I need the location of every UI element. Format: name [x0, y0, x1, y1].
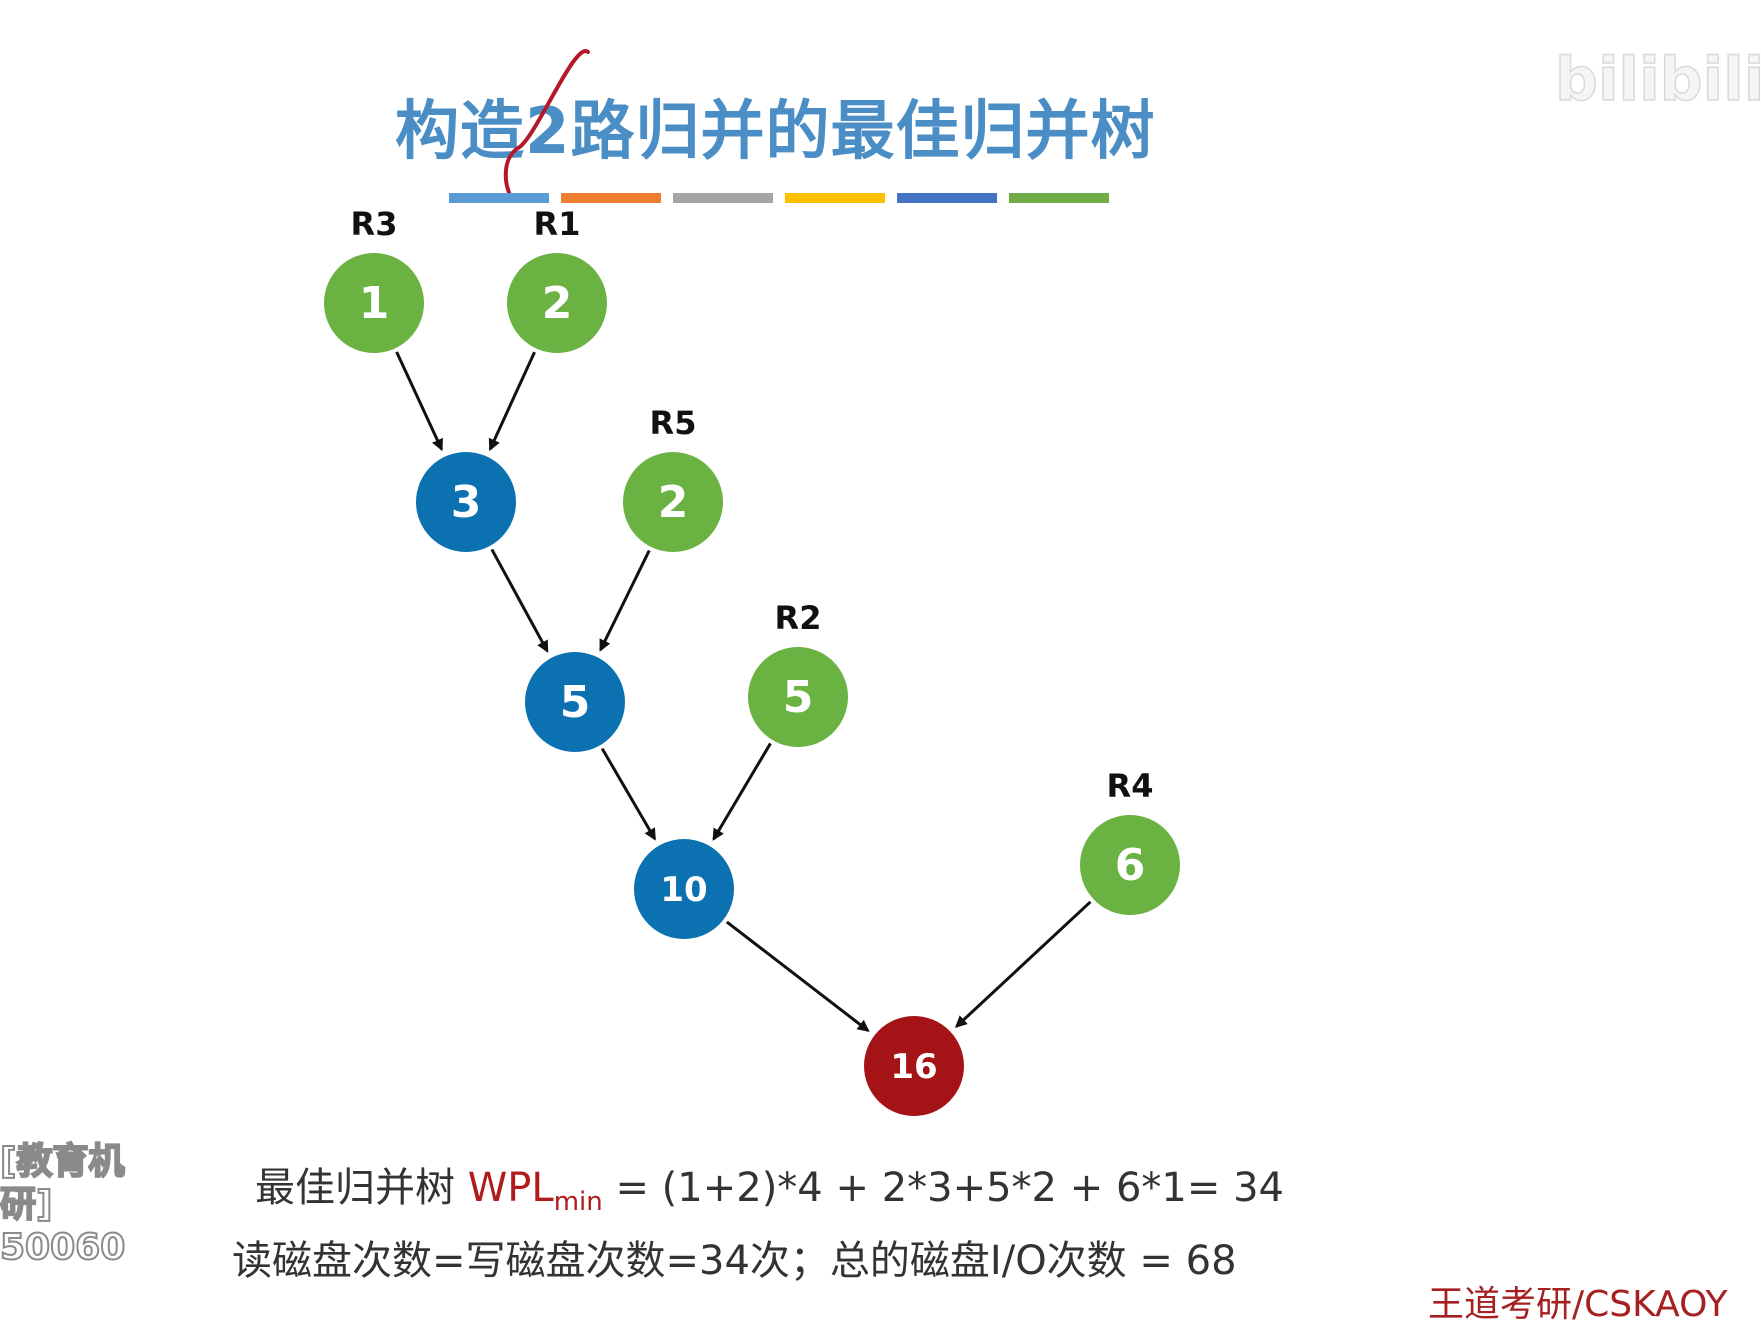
watermark-left-line: 50060 — [0, 1226, 126, 1269]
bilibili-watermark: bilibili — [1554, 44, 1761, 116]
tree-node-r3: 1 R3 — [324, 205, 424, 353]
node-run-label: R1 — [534, 205, 581, 243]
tree-node-n5: 5 — [525, 652, 625, 752]
tree-edge-n10-n16 — [725, 920, 870, 1032]
node-run-label: R3 — [351, 205, 398, 243]
disk-io-summary: 读磁盘次数=写磁盘次数=34次；总的磁盘I/O次数 = 68 — [232, 1238, 1237, 1284]
tree-edge-r3-n3 — [395, 351, 444, 452]
node-value: 5 — [783, 672, 814, 723]
tree-node-r2: 5 R2 — [748, 599, 848, 747]
node-run-label: R5 — [650, 404, 697, 442]
tree-edge-r1-n3 — [488, 351, 536, 452]
color-bar-segment — [561, 193, 661, 203]
color-bar-segment — [673, 193, 773, 203]
tree-node-n10: 10 — [634, 839, 734, 939]
tree-edge-n3-n5 — [490, 548, 549, 653]
node-circle — [864, 1016, 964, 1116]
page-title: 构造2路归并的最佳归并树 — [395, 95, 1156, 169]
tree-node-n3: 3 — [416, 452, 516, 552]
tree-edge-r4-n16 — [954, 900, 1092, 1028]
tree-edge-r2-n10 — [712, 742, 772, 841]
node-value: 10 — [660, 870, 707, 910]
node-value: 16 — [890, 1047, 937, 1087]
formula-prefix: 最佳归并树 — [255, 1165, 455, 1211]
node-circle — [623, 452, 723, 552]
tree-node-r1: 2 R1 — [507, 205, 607, 353]
node-circle — [634, 839, 734, 939]
node-value: 2 — [542, 278, 573, 329]
tree-edge-r5-n5 — [599, 549, 651, 652]
formula-expression: = (1+2)*4 + 2*3+5*2 + 6*1= 34 — [615, 1165, 1284, 1211]
color-bar-segment — [785, 193, 885, 203]
node-circle — [324, 253, 424, 353]
node-circle — [416, 452, 516, 552]
wpl-formula: 最佳归并树 WPLmin = (1+2)*4 + 2*3+5*2 + 6*1= … — [255, 1155, 1284, 1217]
node-value: 6 — [1115, 840, 1146, 891]
node-circle — [1080, 815, 1180, 915]
tree-node-n16: 16 — [864, 1016, 964, 1116]
node-value: 2 — [658, 477, 689, 528]
node-value: 1 — [359, 278, 390, 329]
watermark-left: [教育机研] 50060 — [0, 1140, 145, 1270]
tree-edge-n5-n10 — [600, 747, 657, 841]
tree-node-r4: 6 R4 — [1080, 767, 1180, 915]
node-run-label: R4 — [1107, 767, 1154, 805]
node-run-label: R2 — [775, 599, 822, 637]
tree-node-r5: 2 R5 — [623, 404, 723, 552]
color-bar-segment — [1009, 193, 1109, 203]
node-circle — [507, 253, 607, 353]
color-bar-segment — [897, 193, 997, 203]
watermark-left-line: [教育机研] — [0, 1140, 125, 1226]
wpl-label: WPLmin — [467, 1165, 603, 1217]
node-value: 5 — [560, 677, 591, 728]
node-circle — [525, 652, 625, 752]
credit-text: 王道考研/CSKAOY — [1428, 1284, 1728, 1325]
color-bar — [449, 193, 1109, 203]
wpl-subscript: min — [553, 1187, 603, 1217]
node-circle — [748, 647, 848, 747]
node-value: 3 — [451, 477, 482, 528]
color-bar-segment — [449, 193, 549, 203]
